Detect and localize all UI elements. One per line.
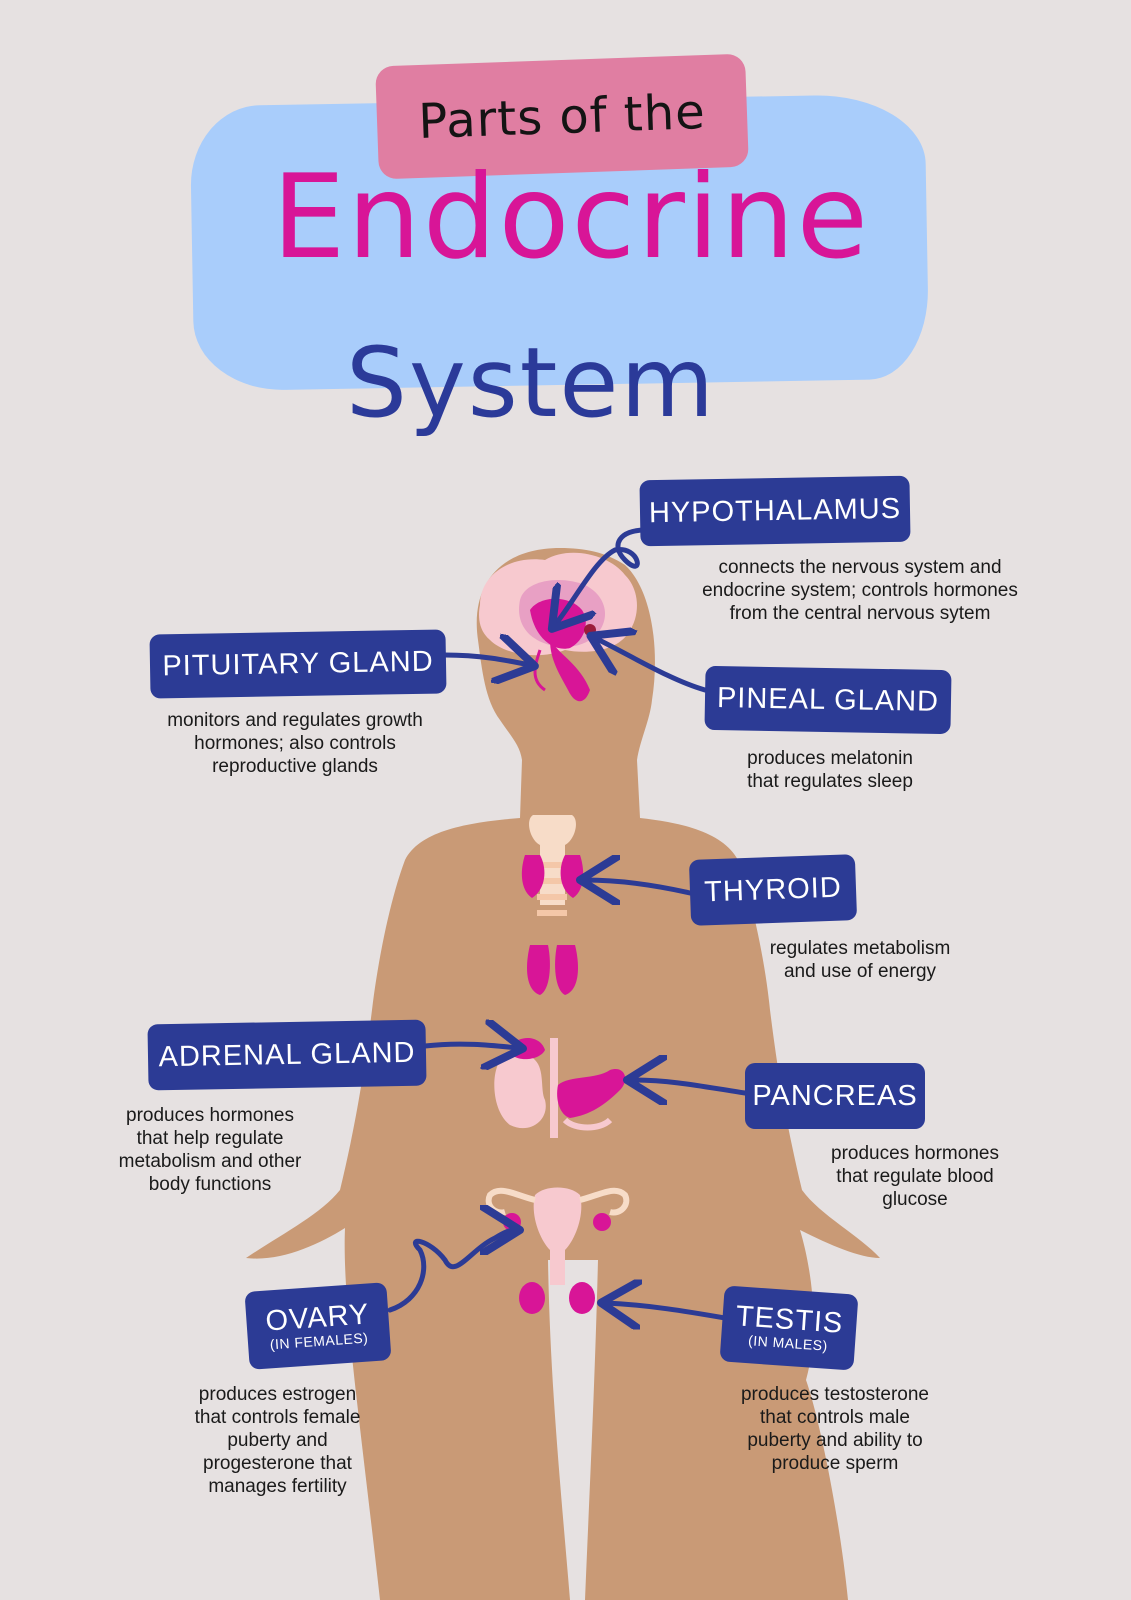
adrenal-desc-line: body functions [148, 1174, 272, 1195]
pancreas-description: produces hormones that regulate blood gl… [785, 1142, 1045, 1211]
hypothalamus-desc-line: connects the nervous system and [718, 557, 1002, 578]
ovary-label: OVARY (IN FEMALES) [244, 1282, 392, 1370]
testis-label: TESTIS (IN MALES) [719, 1285, 859, 1371]
pineal-label: PINEAL GLAND [704, 665, 952, 735]
ovary-arrow [387, 1230, 515, 1313]
testis-desc-line: produce sperm [771, 1453, 899, 1474]
thyroid-desc-line: regulates metabolism [769, 938, 951, 959]
pituitary-name: PITUITARY GLAND [162, 645, 434, 683]
ovary-desc-line: progesterone that [203, 1453, 352, 1474]
pancreas-desc-line: that regulate blood [836, 1166, 994, 1187]
adrenal-desc-line: produces hormones [126, 1105, 294, 1126]
thyroid-arrow [585, 880, 693, 893]
adrenal-label: ADRENAL GLAND [147, 1019, 427, 1091]
pancreas-arrow [632, 1080, 748, 1093]
pancreas-desc-line: glucose [882, 1189, 948, 1210]
ovary-description: produces estrogen that controls female p… [155, 1383, 400, 1498]
pituitary-arrow [442, 655, 530, 665]
thyroid-desc-line: and use of energy [783, 961, 937, 982]
ovary-desc-line: manages fertility [208, 1476, 347, 1497]
adrenal-desc-line: that help regulate [136, 1128, 284, 1149]
hypothalamus-desc-line: endocrine system; controls hormones [702, 580, 1018, 601]
pineal-desc-line: produces melatonin [747, 748, 913, 769]
thyroid-label: THYROID [688, 854, 858, 926]
pineal-name: PINEAL GLAND [716, 681, 940, 718]
ovary-desc-line: puberty and [227, 1430, 328, 1451]
hypothalamus-description: connects the nervous system and endocrin… [650, 556, 1070, 625]
adrenal-name: ADRENAL GLAND [158, 1036, 416, 1074]
testis-desc-line: produces testosterone [740, 1384, 929, 1405]
hypothalamus-desc-line: from the central nervous sytem [729, 603, 991, 624]
title-line-3: System [346, 327, 716, 439]
pancreas-label: PANCREAS [745, 1063, 925, 1129]
ovary-desc-line: that controls female [194, 1407, 361, 1428]
hypothalamus-name: HYPOTHALAMUS [648, 492, 902, 529]
leg-gap [548, 1260, 598, 1600]
thyroid-description: regulates metabolism and use of energy [710, 937, 1010, 983]
pancreas-desc-line: produces hormones [831, 1143, 999, 1164]
pineal-desc-line: that regulates sleep [747, 771, 913, 792]
ovary-desc-line: produces estrogen [198, 1384, 357, 1405]
thyroid-name: THYROID [703, 871, 843, 909]
pituitary-desc-line: monitors and regulates growth [167, 710, 423, 731]
pineal-description: produces melatonin that regulates sleep [680, 747, 980, 793]
pancreas-name: PANCREAS [752, 1079, 918, 1112]
hypothalamus-label: HYPOTHALAMUS [639, 475, 911, 547]
pituitary-label: PITUITARY GLAND [149, 629, 447, 699]
pituitary-desc-line: reproductive glands [212, 756, 378, 777]
testis-desc-line: that controls male [760, 1407, 910, 1428]
pituitary-desc-line: hormones; also controls [194, 733, 396, 754]
pituitary-description: monitors and regulates growth hormones; … [120, 709, 470, 778]
testis-description: produces testosterone that controls male… [700, 1383, 970, 1475]
title-line-2: Endocrine [272, 150, 870, 285]
hypothalamus-arrow [555, 527, 648, 625]
testis-desc-line: puberty and ability to [747, 1430, 923, 1451]
reproductive-organs [485, 1187, 630, 1314]
testis-arrow [606, 1303, 728, 1318]
adrenal-desc-line: metabolism and other [118, 1151, 302, 1172]
pineal-arrow [595, 638, 708, 693]
adrenal-description: produces hormones that help regulate met… [80, 1104, 340, 1196]
adrenal-arrow [422, 1044, 518, 1048]
